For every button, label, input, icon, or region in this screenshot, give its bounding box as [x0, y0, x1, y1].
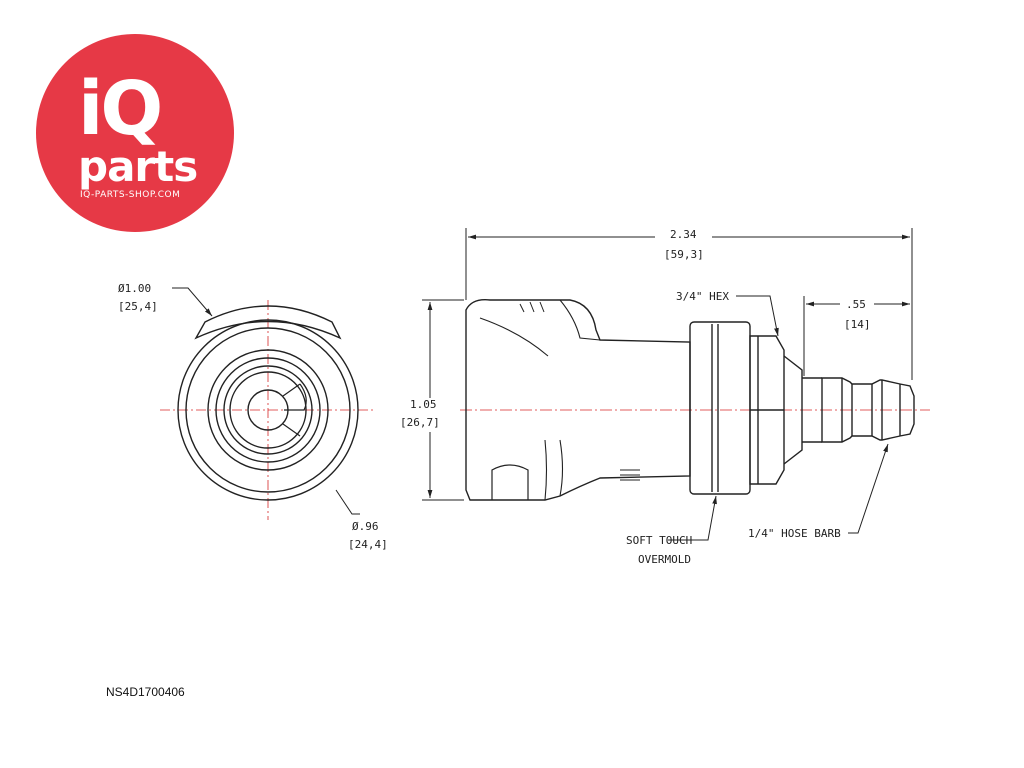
front-inner-diameter: Ø.96 [352, 520, 379, 533]
latch-slot [491, 464, 529, 500]
front-outer-diameter-mm: [25,4] [118, 300, 158, 313]
overmold-label-2: OVERMOLD [638, 553, 691, 566]
overmold-ring [689, 321, 751, 495]
logo-text-parts: parts [78, 142, 198, 191]
front-tab-top [194, 305, 342, 340]
height: 1.05 [410, 398, 437, 411]
hex-nut [749, 335, 785, 485]
side-view [460, 299, 930, 501]
front-inner-diameter-mm: [24,4] [348, 538, 388, 551]
overall-length-mm: [59,3] [664, 248, 704, 261]
side-dimensions [422, 228, 913, 541]
overmold-label-1: SOFT TOUCH [626, 534, 692, 547]
front-outer-circle [177, 319, 359, 501]
logo-url: IQ-PARTS-SHOP.COM [80, 190, 181, 200]
front-outer-diameter: Ø1.00 [118, 282, 151, 295]
height-mm: [26,7] [400, 416, 440, 429]
front-view [160, 300, 375, 520]
logo-badge: iQ parts IQ-PARTS-SHOP.COM [36, 34, 234, 232]
hose-barb [821, 377, 915, 443]
barb-length: .55 [846, 298, 866, 311]
barb-label: 1/4" HOSE BARB [748, 527, 841, 540]
logo-text-iq: iQ [78, 66, 163, 152]
front-dimensions [172, 287, 360, 515]
overall-length: 2.34 [670, 228, 697, 241]
coupling-body [465, 299, 691, 501]
part-number: NS4D1700406 [106, 685, 185, 699]
barb-length-mm: [14] [844, 318, 871, 331]
hex-label: 3/4" HEX [676, 290, 729, 303]
